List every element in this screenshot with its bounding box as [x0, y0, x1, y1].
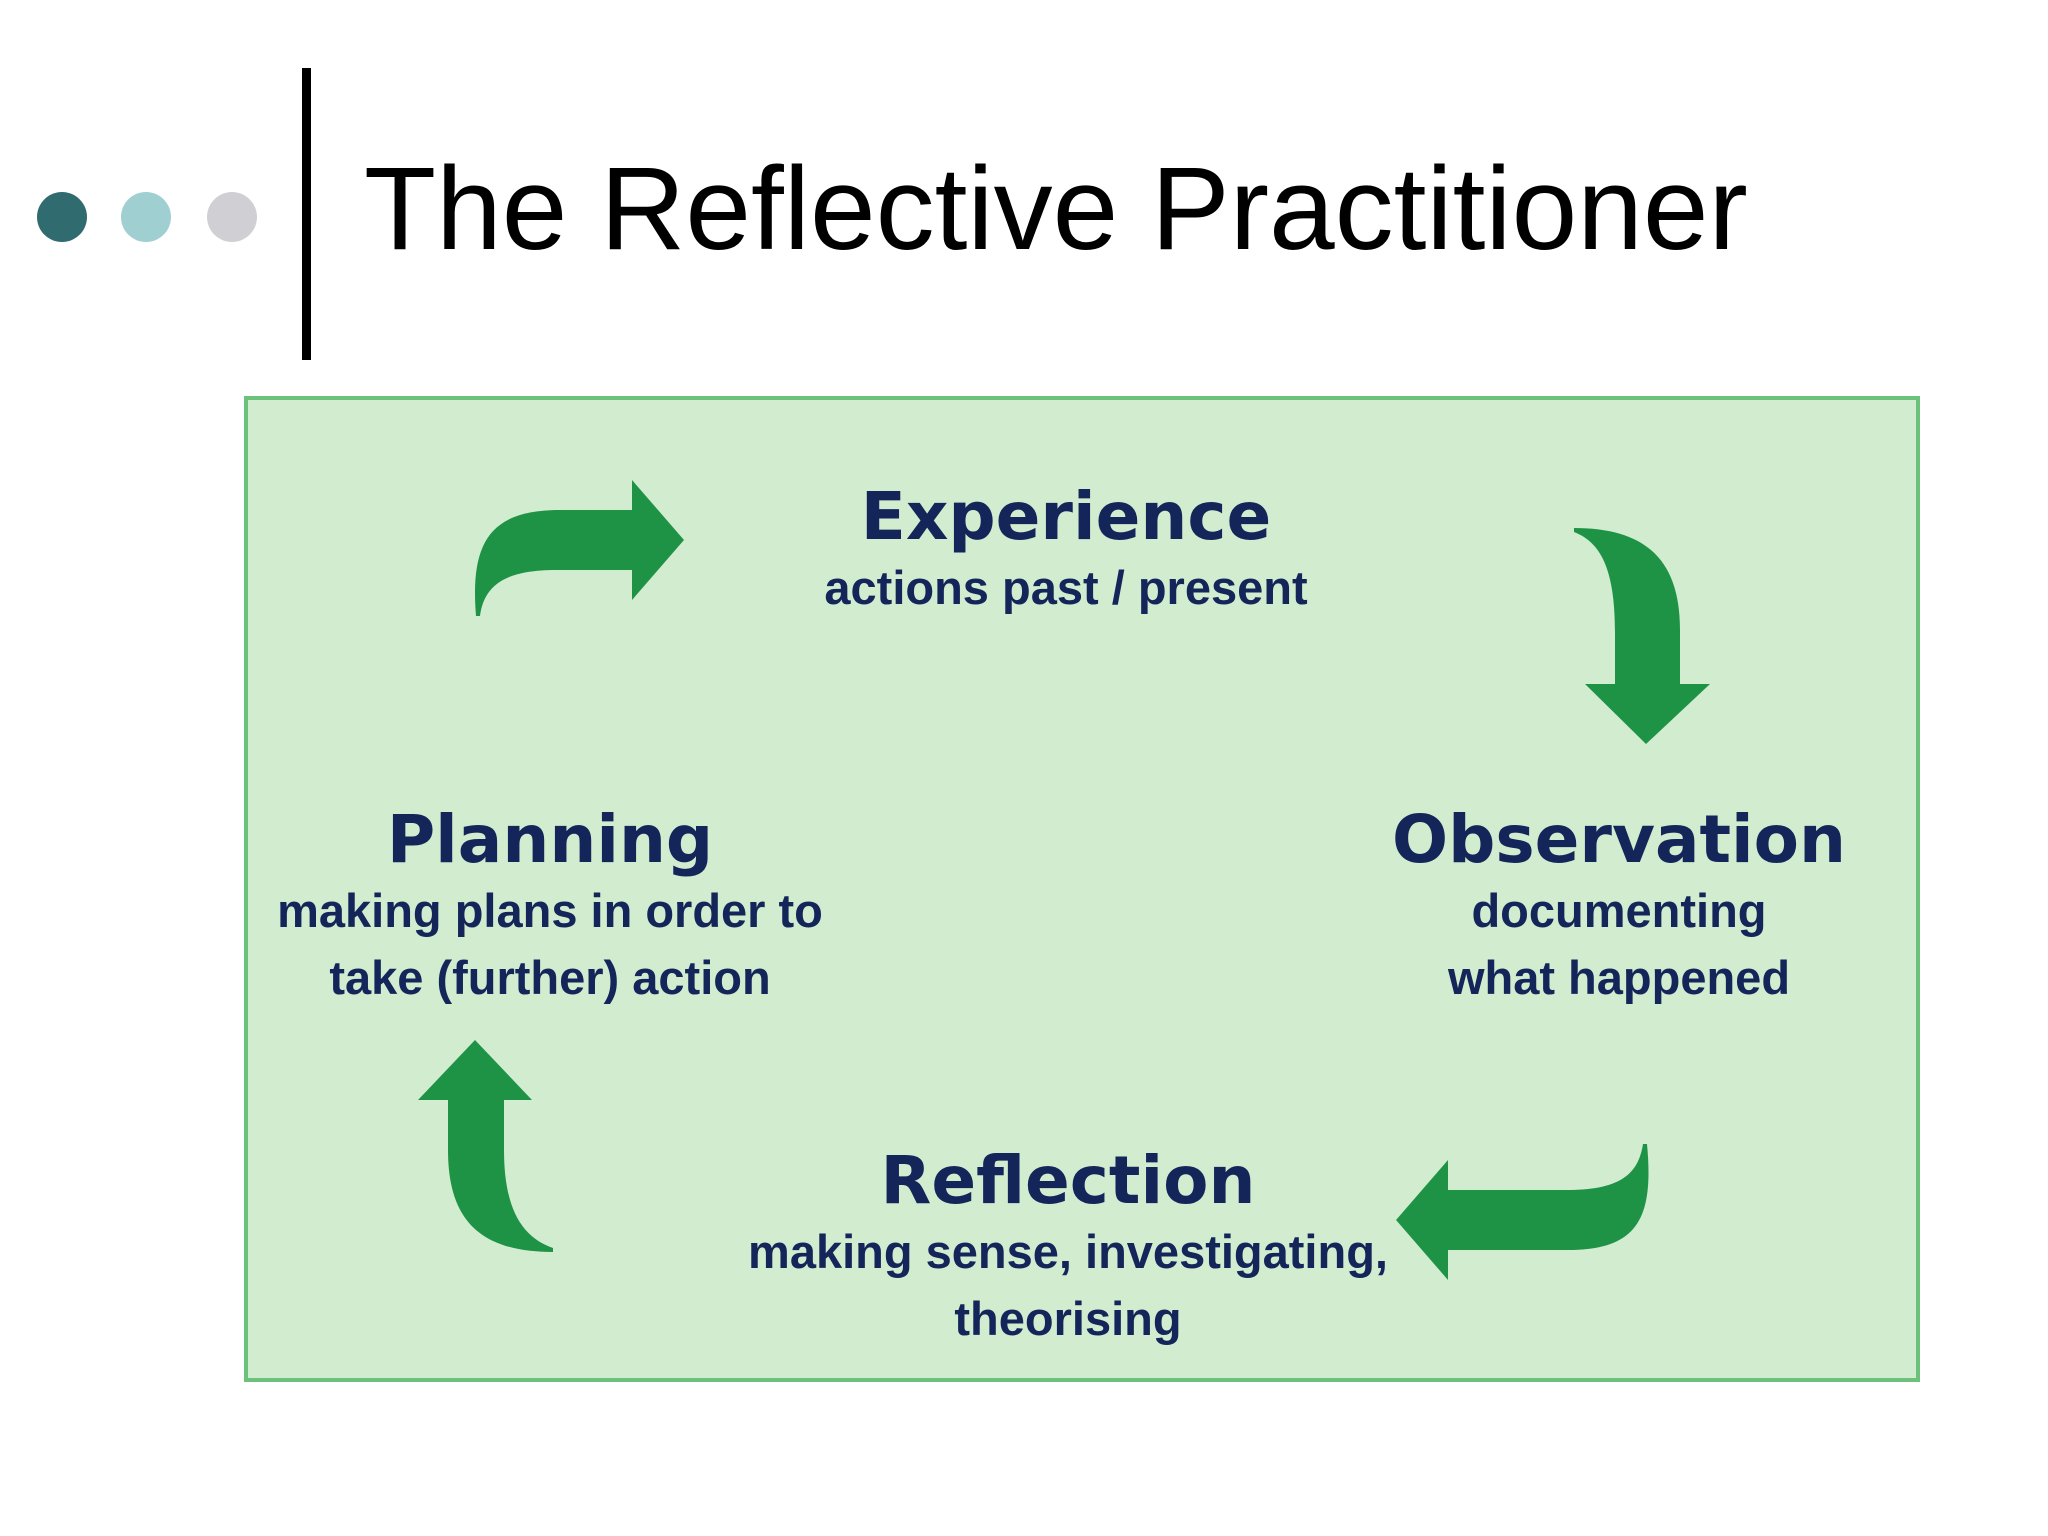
- arrow-observation-to-reflection-icon: [1396, 1144, 1649, 1280]
- node-subtitle: take (further) action: [329, 951, 771, 1004]
- node-subtitle: making plans in order to: [277, 884, 823, 937]
- node-title: Planning: [386, 801, 714, 878]
- reflective-cycle-diagram: Experience actions past / present Observ…: [244, 396, 1920, 1382]
- cycle-arrows: [418, 480, 1710, 1280]
- arrow-planning-to-experience-icon: [474, 480, 684, 616]
- node-subtitle: documenting: [1471, 884, 1767, 937]
- node-title: Experience: [860, 478, 1272, 555]
- node-reflection: Reflection making sense, investigating, …: [748, 1144, 1388, 1352]
- decorative-dot-grey: [207, 192, 257, 242]
- decorative-dot-light: [121, 192, 171, 242]
- arrow-experience-to-observation-icon: [1574, 528, 1710, 744]
- node-title: Reflection: [880, 1142, 1256, 1219]
- title-divider: [302, 68, 311, 360]
- arrow-reflection-to-planning-icon: [418, 1040, 553, 1252]
- node-subtitle: theorising: [954, 1292, 1182, 1345]
- node-observation: Observation documenting what happened: [1392, 803, 1846, 1011]
- node-subtitle: actions past / present: [824, 561, 1308, 614]
- decorative-dot-dark: [37, 192, 87, 242]
- slide-title: The Reflective Practitioner: [364, 143, 1748, 275]
- node-planning: Planning making plans in order to take (…: [277, 803, 823, 1011]
- node-experience: Experience actions past / present: [824, 480, 1307, 621]
- node-subtitle: what happened: [1447, 951, 1791, 1004]
- node-title: Observation: [1391, 801, 1847, 878]
- node-subtitle: making sense, investigating,: [748, 1225, 1388, 1278]
